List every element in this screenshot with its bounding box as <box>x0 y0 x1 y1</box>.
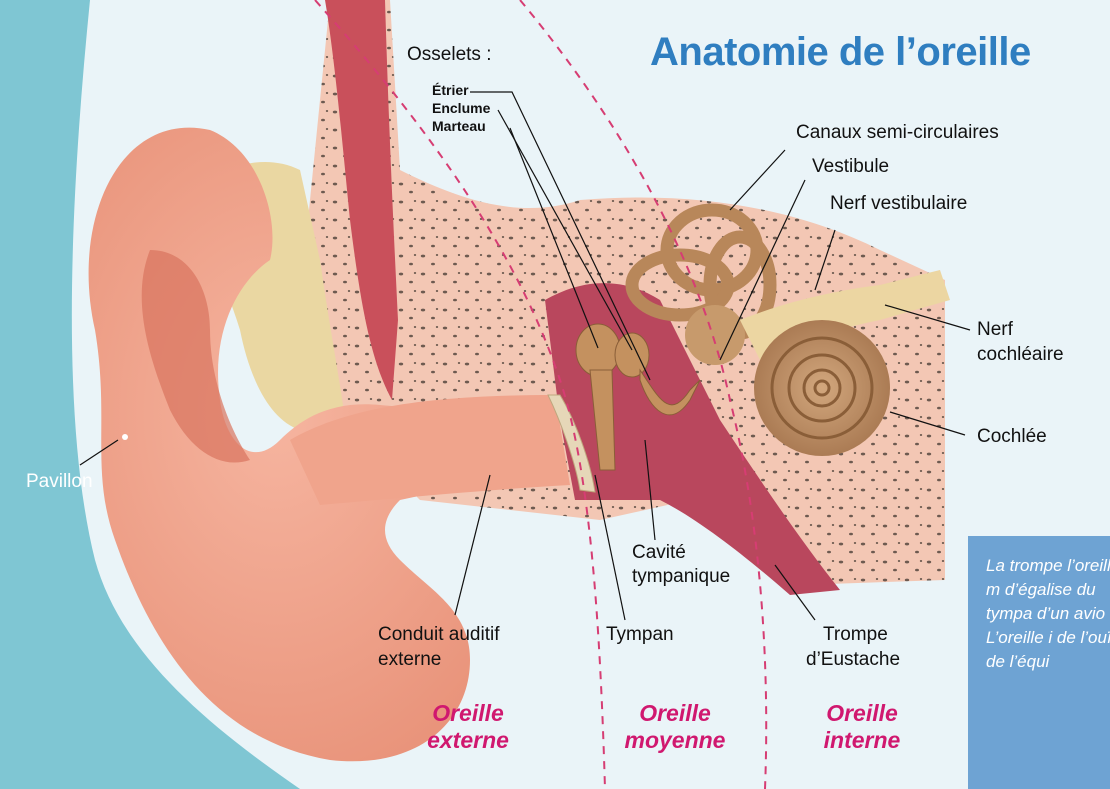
region-moyenne-line2: moyenne <box>620 727 730 754</box>
label-vestibule: Vestibule <box>812 156 889 178</box>
region-externe-line2: externe <box>418 727 518 754</box>
page-title: Anatomie de l’oreille <box>650 30 1031 75</box>
vestibule <box>685 305 745 365</box>
info-box-text: La trompe l’oreille m d’égalise du tympa… <box>968 536 1110 674</box>
label-pavillon: Pavillon <box>26 471 93 493</box>
region-externe-line1: Oreille <box>418 700 518 727</box>
label-nerf-cochleaire-1: Nerf <box>977 319 1013 341</box>
region-moyenne-line1: Oreille <box>620 700 730 727</box>
region-moyenne: Oreille moyenne <box>620 700 730 754</box>
label-etrier: Étrier <box>432 82 469 99</box>
pavillon-dot <box>122 434 128 440</box>
label-cochlee: Cochlée <box>977 426 1047 448</box>
label-conduit-2: externe <box>378 649 441 671</box>
label-tympan: Tympan <box>606 624 674 646</box>
label-cavite-2: tympanique <box>632 566 730 588</box>
region-interne-line2: interne <box>812 727 912 754</box>
label-nerf-vestibulaire: Nerf vestibulaire <box>830 193 967 215</box>
label-conduit-1: Conduit auditif <box>378 624 499 646</box>
label-canaux: Canaux semi-circulaires <box>796 122 999 144</box>
label-cavite-1: Cavité <box>632 542 686 564</box>
region-interne-line1: Oreille <box>812 700 912 727</box>
label-enclume: Enclume <box>432 100 490 117</box>
label-marteau: Marteau <box>432 118 486 135</box>
info-box: La trompe l’oreille m d’égalise du tympa… <box>968 536 1110 789</box>
label-trompe-2: d’Eustache <box>806 649 900 671</box>
region-interne: Oreille interne <box>812 700 912 754</box>
label-nerf-cochleaire-2: cochléaire <box>977 344 1064 366</box>
label-trompe-1: Trompe <box>823 624 888 646</box>
region-externe: Oreille externe <box>418 700 518 754</box>
ossicles-heading: Osselets : <box>407 44 491 66</box>
cochlea <box>754 320 890 456</box>
